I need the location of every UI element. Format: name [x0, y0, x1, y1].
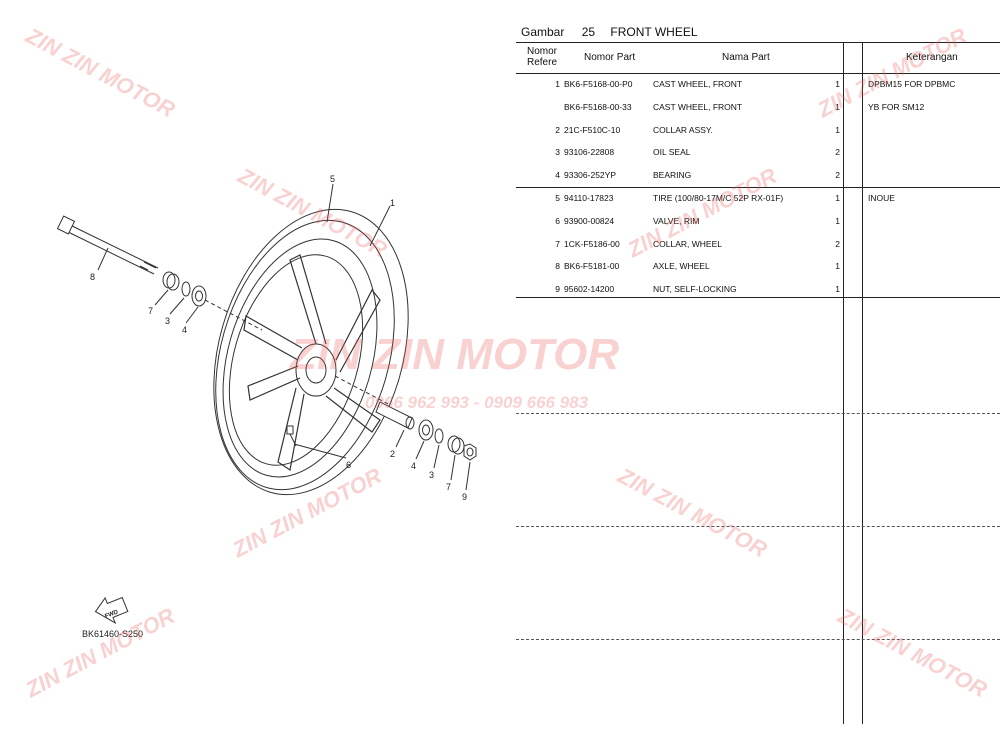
- cell-name: NUT, SELF-LOCKING: [653, 284, 737, 295]
- cell-name: OIL SEAL: [653, 147, 691, 158]
- callout-3-right: 3: [429, 470, 435, 480]
- fwd-label: FWD: [104, 609, 120, 620]
- col-keterangan: Keterangan: [906, 52, 958, 63]
- col-nomor-refere: Nomor Refere: [526, 46, 557, 68]
- callout-2: 2: [390, 449, 396, 459]
- cell-qty: 2: [835, 170, 840, 181]
- empty-separator: [516, 413, 1000, 414]
- callout-3-left: 3: [165, 316, 171, 326]
- cell-note: INOUE: [868, 193, 895, 203]
- table-row: 3 93106-22808 OIL SEAL 2: [516, 141, 1000, 163]
- cell-qty: 2: [835, 238, 840, 249]
- table-row: 7 1CK-F5186-00 COLLAR, WHEEL 2: [516, 233, 1000, 255]
- page-title: Gambar 25 FRONT WHEEL: [521, 25, 698, 39]
- cell-part-no: 95602-14200: [564, 284, 615, 295]
- cell-qty: 1: [835, 215, 840, 226]
- column-divider: [862, 42, 863, 724]
- right-seal-drawing: [434, 428, 444, 444]
- front-wheel-drawing: FWD: [56, 183, 477, 625]
- parts-diagram: FWD 5 1 8 7 3 4 2 4 3 7 9 6 BK61460-S250: [56, 174, 477, 639]
- cell-qty: 1: [835, 79, 840, 89]
- cell-ref: 1: [555, 79, 560, 89]
- column-divider: [843, 42, 844, 724]
- cell-name: COLLAR ASSY.: [653, 124, 713, 135]
- cell-ref: 5: [555, 193, 560, 203]
- cell-qty: 1: [835, 261, 840, 272]
- cell-ref: 6: [555, 215, 560, 226]
- valve-drawing: [286, 425, 297, 447]
- left-bearing-drawing: [191, 285, 207, 307]
- cell-part-no: 1CK-F5186-00: [564, 238, 620, 249]
- cell-ref: 7: [555, 238, 560, 249]
- gambar-label: Gambar: [521, 25, 565, 39]
- table-row: 9 95602-14200 NUT, SELF-LOCKING 1: [516, 278, 1000, 300]
- cell-name: BEARING: [653, 170, 692, 181]
- nut-drawing: [463, 443, 477, 461]
- cell-ref: 3: [555, 147, 560, 158]
- cell-part-no: BK6-F5181-00: [564, 261, 620, 272]
- table-row: 5 94110-17823 TIRE (100/80-17M/C 52P RX-01…: [516, 187, 1000, 209]
- cell-part-no: 93306-252YP: [564, 170, 616, 181]
- cell-part-no: BK6-F5168-00-P0: [564, 79, 633, 89]
- gambar-number: 25: [581, 25, 596, 39]
- empty-separator: [516, 526, 1000, 527]
- table-row: 6 93900-00824 VALVE, RIM 1: [516, 210, 1000, 232]
- callout-4-left: 4: [182, 325, 188, 335]
- cell-name: TIRE (100/80-17M/C 52P RX-01F): [653, 193, 784, 203]
- callout-4-right: 4: [411, 461, 417, 471]
- drawing-code: BK61460-S250: [82, 629, 144, 639]
- wheel-drawing: [213, 208, 409, 496]
- cell-qty: 1: [835, 124, 840, 135]
- cell-part-no: 94110-17823: [564, 193, 614, 203]
- table-row: 1 BK6-F5168-00-P0 CAST WHEEL, FRONT 1 DPBM15…: [516, 73, 1000, 95]
- title: FRONT WHEEL: [610, 25, 698, 39]
- cell-name: VALVE, RIM: [653, 215, 700, 226]
- cell-part-no: 93900-00824: [564, 215, 615, 226]
- parts-table: Nomor Refere Nomor Part Nama Part Ketera…: [516, 42, 1000, 724]
- cell-ref: 2: [555, 124, 560, 135]
- axle-drawing: [56, 215, 159, 275]
- callout-7-left: 7: [148, 306, 154, 316]
- table-row: 2 21C-F510C-10 COLLAR ASSY. 1: [516, 119, 1000, 141]
- group-separator: [516, 297, 1000, 298]
- table-row: 8 BK6-F5181-00 AXLE, WHEEL 1: [516, 255, 1000, 277]
- cell-name: AXLE, WHEEL: [653, 261, 710, 272]
- cell-part-no: BK6-F5168-00-33: [564, 101, 632, 112]
- cell-qty: 1: [835, 101, 840, 112]
- left-seal-drawing: [181, 281, 191, 297]
- cell-qty: 1: [835, 284, 840, 295]
- col-nama-part: Nama Part: [722, 52, 770, 63]
- col-nomor-part: Nomor Part: [584, 52, 636, 63]
- cell-qty: 1: [835, 193, 840, 203]
- fwd-arrow-icon: [94, 596, 129, 625]
- right-bearing-drawing: [418, 419, 434, 441]
- callout-9: 9: [462, 492, 468, 502]
- table-row: 4 93306-252YP BEARING 2: [516, 164, 1000, 186]
- table-row: BK6-F5168-00-33 CAST WHEEL, FRONT 1 YB FOR …: [516, 96, 1000, 118]
- cell-ref: 9: [555, 284, 560, 295]
- cell-name: CAST WHEEL, FRONT: [653, 79, 743, 89]
- cell-part-no: 21C-F510C-10: [564, 124, 621, 135]
- callout-7-right: 7: [446, 482, 452, 492]
- cell-ref: 8: [555, 261, 560, 272]
- cell-note: YB FOR SM12: [868, 101, 925, 112]
- callout-8: 8: [90, 272, 96, 282]
- empty-separator: [516, 639, 1000, 640]
- cell-qty: 2: [835, 147, 840, 158]
- callout-6: 6: [346, 460, 352, 470]
- callout-5: 5: [330, 174, 336, 184]
- table-header: Nomor Refere Nomor Part Nama Part Ketera…: [516, 42, 1000, 74]
- cell-name: COLLAR, WHEEL: [653, 238, 722, 249]
- cell-note: DPBM15 FOR DPBMC: [868, 79, 956, 89]
- cell-ref: 4: [555, 170, 560, 181]
- right-collar-drawing: [375, 401, 415, 430]
- cell-part-no: 93106-22808: [564, 147, 615, 158]
- callout-1: 1: [390, 198, 396, 208]
- cell-name: CAST WHEEL, FRONT: [653, 101, 743, 112]
- group-separator: [516, 187, 1000, 188]
